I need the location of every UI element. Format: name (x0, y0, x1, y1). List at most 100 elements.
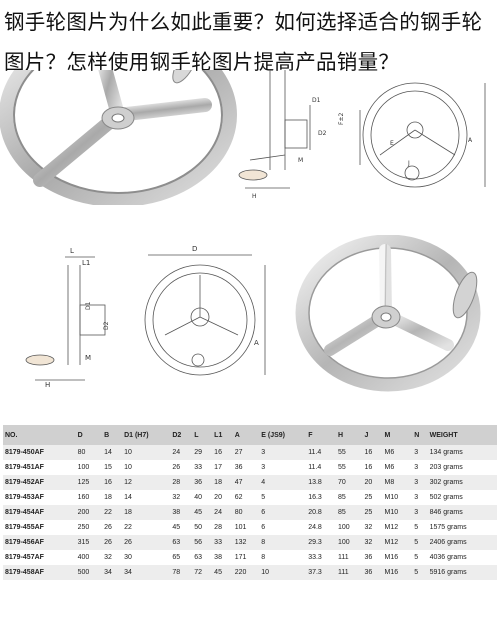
table-cell: M12 (382, 520, 413, 535)
side-view-drawing-1: D1 D2 M H (238, 70, 327, 200)
table-cell: 33 (212, 535, 233, 550)
table-cell: 5 (412, 520, 428, 535)
table-cell: 203 grams (427, 460, 497, 475)
table-cell: 8179-450AF (3, 445, 76, 460)
table-cell: M10 (382, 490, 413, 505)
svg-text:D: D (192, 245, 197, 253)
table-cell: 12 (122, 475, 171, 490)
table-cell: 72 (192, 565, 213, 580)
table-cell: 100 (336, 535, 363, 550)
svg-text:E: E (390, 140, 394, 147)
table-cell: 10 (122, 460, 171, 475)
svg-text:F±2: F±2 (338, 113, 345, 125)
table-cell: 6 (259, 505, 307, 520)
table-cell: 5 (259, 490, 307, 505)
front-view-drawing-2: D A (144, 245, 266, 376)
table-cell: 315 (75, 535, 103, 550)
table-cell: 65 (170, 550, 193, 565)
table-cell: 8 (259, 535, 307, 550)
svg-text:D2: D2 (318, 130, 327, 137)
table-cell: 3 (412, 505, 428, 520)
table-cell: M10 (382, 505, 413, 520)
table-cell: 36 (192, 475, 213, 490)
column-header: NO. (3, 425, 76, 445)
table-cell: 8179-452AF (3, 475, 76, 490)
table-cell: 78 (170, 565, 193, 580)
table-cell: 45 (212, 565, 233, 580)
svg-text:D1: D1 (312, 97, 321, 104)
svg-text:L: L (70, 247, 74, 255)
table-cell: 8179-451AF (3, 460, 76, 475)
column-header: L1 (212, 425, 233, 445)
table-cell: 37.3 (306, 565, 336, 580)
table-cell: 111 (336, 565, 363, 580)
table-cell: 3 (259, 445, 307, 460)
table-cell: M16 (382, 565, 413, 580)
table-cell: 3 (412, 460, 428, 475)
svg-text:D1: D1 (85, 301, 92, 310)
column-header: L (192, 425, 213, 445)
column-header: D1 (H7) (122, 425, 171, 445)
table-cell: 8 (259, 550, 307, 565)
table-cell: 1575 grams (427, 520, 497, 535)
table-cell: 18 (122, 505, 171, 520)
table-cell: 34 (122, 565, 171, 580)
table-cell: 6 (259, 520, 307, 535)
column-header: B (102, 425, 123, 445)
table-cell: 846 grams (427, 505, 497, 520)
table-cell: 45 (170, 520, 193, 535)
table-cell: 18 (102, 490, 123, 505)
column-header: E (JS9) (259, 425, 307, 445)
table-cell: 36 (362, 565, 383, 580)
svg-text:H: H (252, 193, 257, 200)
table-cell: 3 (412, 490, 428, 505)
table-cell: 33.3 (306, 550, 336, 565)
table-cell: 62 (232, 490, 260, 505)
table-cell: 40 (192, 490, 213, 505)
svg-text:D2: D2 (103, 321, 110, 330)
table-cell: 160 (75, 490, 103, 505)
table-cell: 400 (75, 550, 103, 565)
table-cell: 27 (232, 445, 260, 460)
column-header: J (362, 425, 383, 445)
svg-text:L1: L1 (82, 259, 90, 267)
table-cell: 26 (170, 460, 193, 475)
table-cell: 11.4 (306, 460, 336, 475)
table-cell: 32 (362, 520, 383, 535)
table-cell: 20.8 (306, 505, 336, 520)
table-cell: 125 (75, 475, 103, 490)
table-cell: 200 (75, 505, 103, 520)
table-cell: 50 (192, 520, 213, 535)
table-cell: 34 (102, 565, 123, 580)
svg-text:M: M (298, 157, 303, 164)
table-cell: 8179-456AF (3, 535, 76, 550)
table-cell: 24.8 (306, 520, 336, 535)
table-cell: 132 (232, 535, 260, 550)
table-cell: 22 (122, 520, 171, 535)
table-cell: 220 (232, 565, 260, 580)
table-cell: 14 (102, 445, 123, 460)
table-cell: 2406 grams (427, 535, 497, 550)
table-cell: 47 (232, 475, 260, 490)
table-cell: 22 (102, 505, 123, 520)
table-cell: 171 (232, 550, 260, 565)
table-cell: 11.4 (306, 445, 336, 460)
table-cell: 3 (259, 460, 307, 475)
table-cell: 45 (192, 505, 213, 520)
handwheel-photo-2 (295, 235, 481, 392)
svg-text:A: A (254, 339, 259, 347)
table-cell: 502 grams (427, 490, 497, 505)
table-cell: 8179-455AF (3, 520, 76, 535)
table-cell: 13.8 (306, 475, 336, 490)
table-cell: 55 (336, 460, 363, 475)
column-header: D2 (170, 425, 193, 445)
table-cell: 16 (212, 445, 233, 460)
table-cell: 29 (192, 445, 213, 460)
table-cell: 26 (122, 535, 171, 550)
column-header: M (382, 425, 413, 445)
